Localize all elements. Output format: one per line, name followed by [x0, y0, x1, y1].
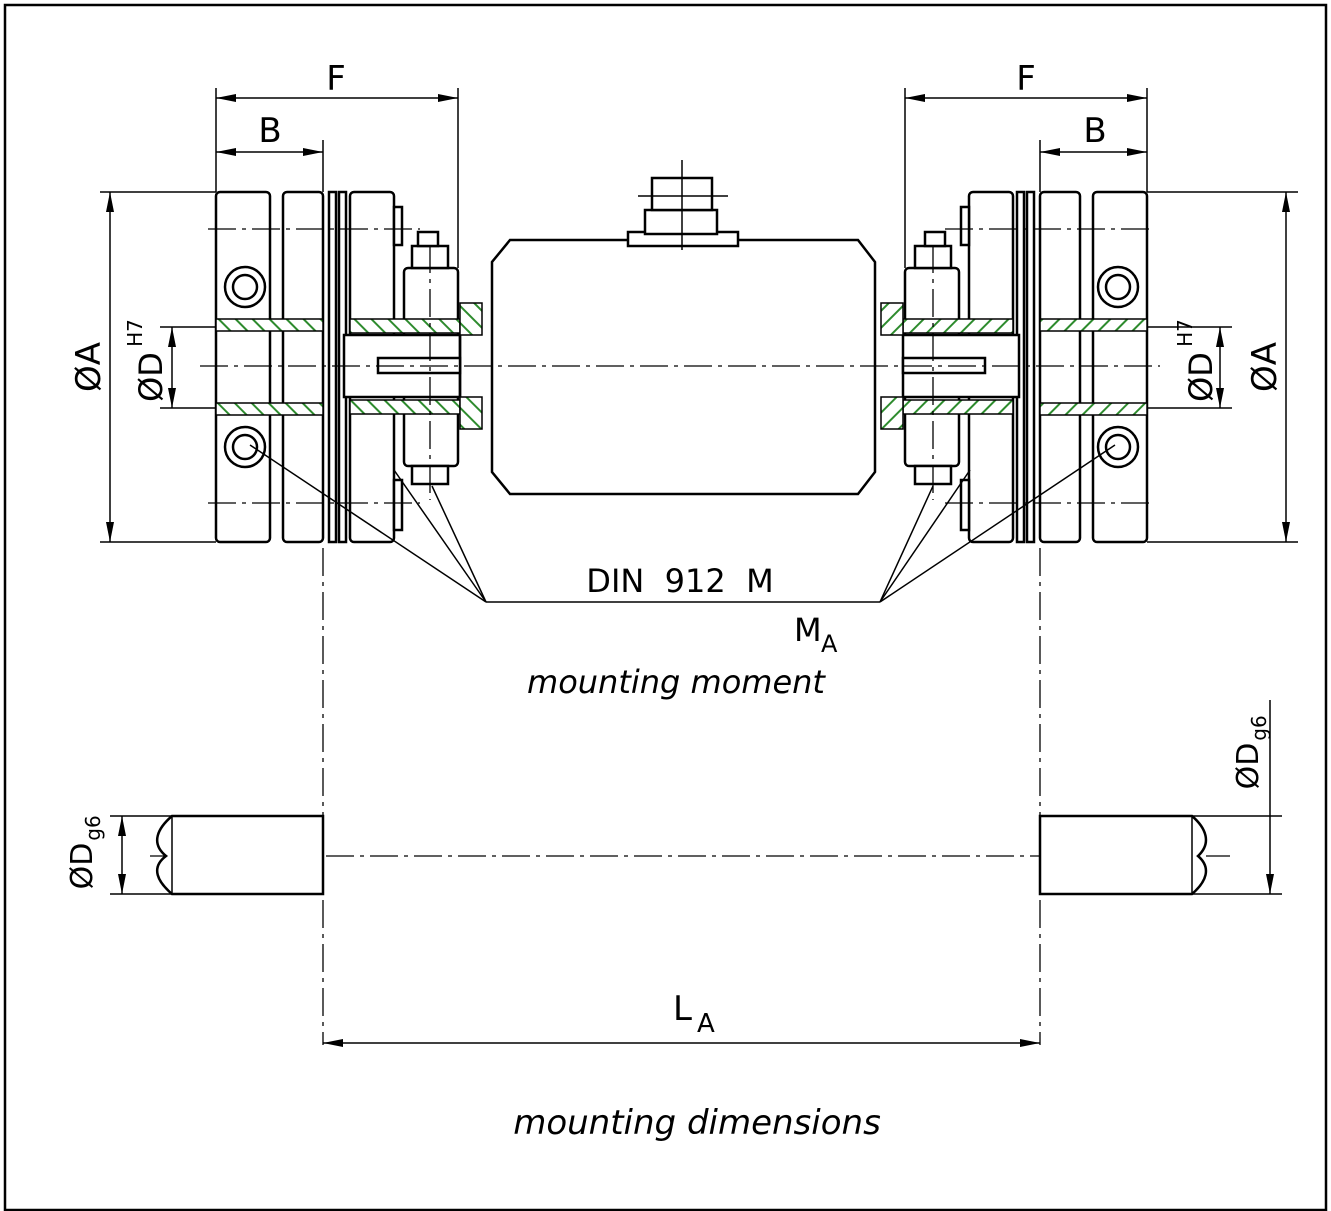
dim-b-right: B [1083, 111, 1106, 151]
center-lines [150, 228, 1230, 1045]
frame [3, 3, 1328, 1211]
dim-f-left: F [326, 59, 346, 99]
screw-spec: DIN 912 M [586, 562, 773, 600]
dim-dia-d-right: ØD H7 [1173, 319, 1220, 402]
dim-dia-d-left-tolerance: H7 [123, 319, 147, 347]
dim-dia-d-right-tolerance: H7 [1173, 319, 1197, 347]
shaft-dimensions [110, 700, 1282, 1047]
dimension-lines [100, 88, 1298, 543]
dim-dia-a-right: ØA [1245, 342, 1285, 392]
dim-shaft-right-tolerance: g6 [1247, 715, 1271, 740]
dim-dia-d-left: ØD H7 [123, 319, 170, 402]
moment-subscript: A [821, 630, 838, 658]
dim-shaft-left: ØD g6 [65, 815, 105, 889]
dim-la-subscript: A [697, 1009, 715, 1039]
dim-la-symbol: L [673, 989, 692, 1029]
left-shaft [155, 814, 325, 896]
left-hatching [215, 302, 483, 430]
dim-shaft-right-symbol: ØD [1231, 743, 1266, 790]
dim-shaft-left-tolerance: g6 [81, 815, 105, 840]
dim-shaft-left-symbol: ØD [65, 843, 100, 890]
left-coupling [214, 190, 462, 544]
moment-caption: mounting moment [527, 663, 826, 701]
main-caption: mounting dimensions [513, 1103, 881, 1143]
right-shaft [1038, 814, 1208, 896]
leader-lines [249, 444, 1116, 603]
dim-b-left: B [258, 111, 281, 151]
dim-f-right: F [1016, 59, 1036, 99]
right-coupling [880, 190, 1149, 544]
dim-dia-d-left-symbol: ØD [132, 352, 170, 402]
dim-dia-a-left: ØA [69, 342, 109, 392]
sensor-body [490, 160, 877, 496]
dim-shaft-right: ØD g6 [1231, 715, 1271, 789]
moment-symbol: M [794, 611, 822, 649]
dim-dia-d-right-symbol: ØD [1182, 352, 1220, 402]
